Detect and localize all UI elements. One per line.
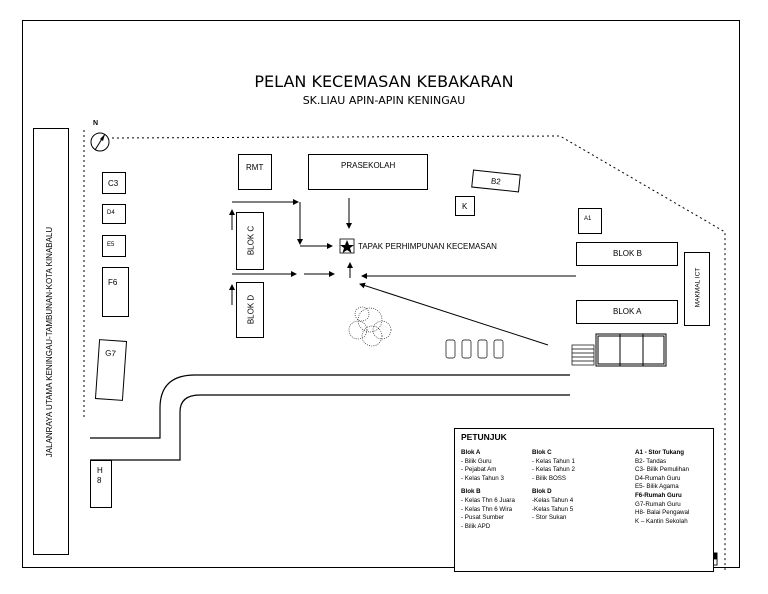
legend-group-heading: Blok D <box>532 488 552 496</box>
legend-item: G7-Rumah Guru <box>635 500 681 508</box>
legend-column: Blok A- Bilik Guru- Pejabat Am- Kelas Ta… <box>461 449 515 531</box>
legend: PETUNJUK Blok A- Bilik Guru- Pejabat Am-… <box>454 428 714 572</box>
map-subtitle: SK.LIAU APIN-APIN KENINGAU <box>302 94 466 107</box>
legend-item: - Pejabat Am <box>461 466 497 474</box>
legend-item: -Kelas Tahun 5 <box>532 505 574 513</box>
evacuation-arrows <box>229 198 576 346</box>
map-frame <box>22 20 740 568</box>
legend-item: - Kelas Thn 6 Wira <box>461 505 513 513</box>
legend-item: C3- Bilik Pemulihan <box>635 466 689 474</box>
legend-title: PETUNJUK <box>461 432 507 442</box>
building-blok-b: BLOK B <box>576 242 678 266</box>
building-d4: D4 <box>102 204 126 224</box>
legend-group-heading: Blok A <box>461 449 481 456</box>
legend-item: -Kelas Tahun 4 <box>532 496 574 504</box>
legend-item: E5- Bilik Agama <box>635 483 679 491</box>
legend-item: K – Kantin Sekolah <box>635 517 688 525</box>
legend-group-heading: F6-Rumah Guru <box>635 491 682 499</box>
building-blok-a: BLOK A <box>576 300 678 324</box>
legend-group-heading: Blok C <box>532 449 552 456</box>
building-k: K <box>455 196 475 216</box>
hall-structure <box>595 333 667 367</box>
legend-item: B2- Tandas <box>635 457 667 465</box>
assembly-star-icon <box>340 240 354 253</box>
parked-cars-icon <box>445 339 504 359</box>
building-blok-d: BLOK D <box>236 282 264 338</box>
compass-north-label: N <box>93 120 99 127</box>
map-title: PELAN KECEMASAN KEBAKARAN <box>254 72 514 91</box>
legend-item: - Bilik BOSS <box>532 474 567 482</box>
compass-icon <box>90 132 110 152</box>
building-g7: G7 <box>94 339 128 401</box>
legend-item: - Bilik Guru <box>461 457 492 465</box>
legend-item: - Stor Sukan <box>532 514 567 522</box>
building-e5: E5 <box>102 235 126 257</box>
tree-cluster-icon <box>348 306 392 347</box>
building-a1: A1 <box>578 208 602 234</box>
legend-group-heading: Blok B <box>461 488 481 496</box>
building-makmal-ict: MAKMAL ICT <box>684 252 710 326</box>
driveway <box>90 374 570 439</box>
legend-column: Blok C- Kelas Tahun 1- Kelas Tahun 2- Bi… <box>532 449 575 523</box>
building-prasekolah: PRASEKOLAH <box>308 154 428 190</box>
legend-item: - Kelas Tahun 3 <box>461 474 504 482</box>
legend-item: - Kelas Tahun 2 <box>532 466 575 474</box>
building-blok-c: BLOK C <box>236 212 264 270</box>
stairs-icon <box>571 344 595 366</box>
building-c3: C3 <box>102 172 126 194</box>
legend-item: D4-Rumah Guru <box>635 474 681 482</box>
legend-item: - Bilik APD <box>461 522 491 530</box>
legend-item: - Kelas Thn 6 Juara <box>461 496 515 504</box>
legend-group-heading: A1 - Stor Tukang <box>635 449 685 456</box>
assembly-point-label: TAPAK PERHIMPUNAN KECEMASAN <box>358 242 497 251</box>
main-road <box>33 128 69 555</box>
building-h8: H 8 <box>90 460 112 508</box>
legend-item: H8- Balai Pengawal <box>635 509 690 517</box>
building-rmt: RMT <box>238 154 272 190</box>
legend-item: - Pusat Sumber <box>461 514 504 522</box>
building-f6: F6 <box>102 267 129 317</box>
legend-item: - Kelas Tahun 1 <box>532 457 575 465</box>
